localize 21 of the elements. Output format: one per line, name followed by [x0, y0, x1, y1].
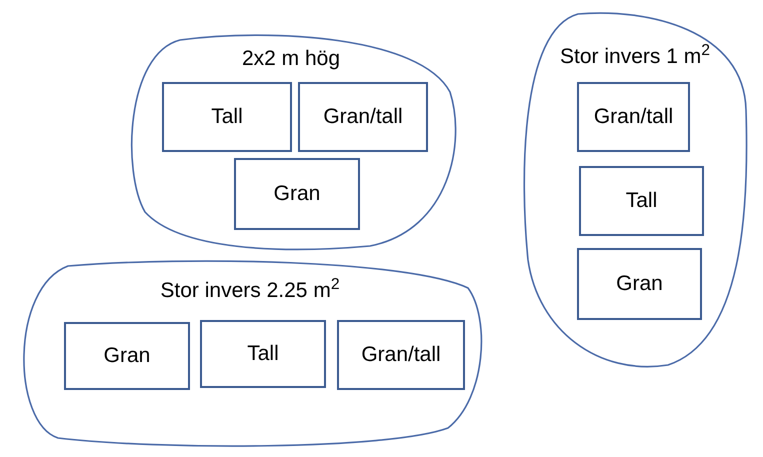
box-label: Tall [247, 341, 279, 368]
box-label: Tall [626, 188, 658, 214]
box-label: Tall [211, 104, 243, 130]
rectangle-box [577, 248, 702, 320]
rectangle-box [200, 320, 326, 388]
rectangle-box [577, 82, 690, 152]
box-label: Gran [274, 181, 320, 208]
rectangle-box [337, 320, 465, 390]
region-heading: Stor invers 2.25 m$^{2}$ [159, 280, 341, 301]
rectangle-box [162, 82, 292, 152]
box-label: Gran/tall [323, 104, 403, 130]
rectangle-box [64, 322, 190, 390]
region-heading: Stor invers 1 m$^{2}$ [559, 46, 711, 67]
box-label: Gran/tall [361, 342, 441, 368]
box-label: Gran [104, 343, 150, 370]
region-heading: 2x2 m hög [240, 48, 342, 69]
rectangle-box [234, 158, 360, 230]
box-label: Gran [616, 271, 663, 298]
rectangle-box [298, 82, 428, 152]
box-label: Gran/tall [594, 104, 674, 130]
rectangle-box [579, 166, 704, 236]
